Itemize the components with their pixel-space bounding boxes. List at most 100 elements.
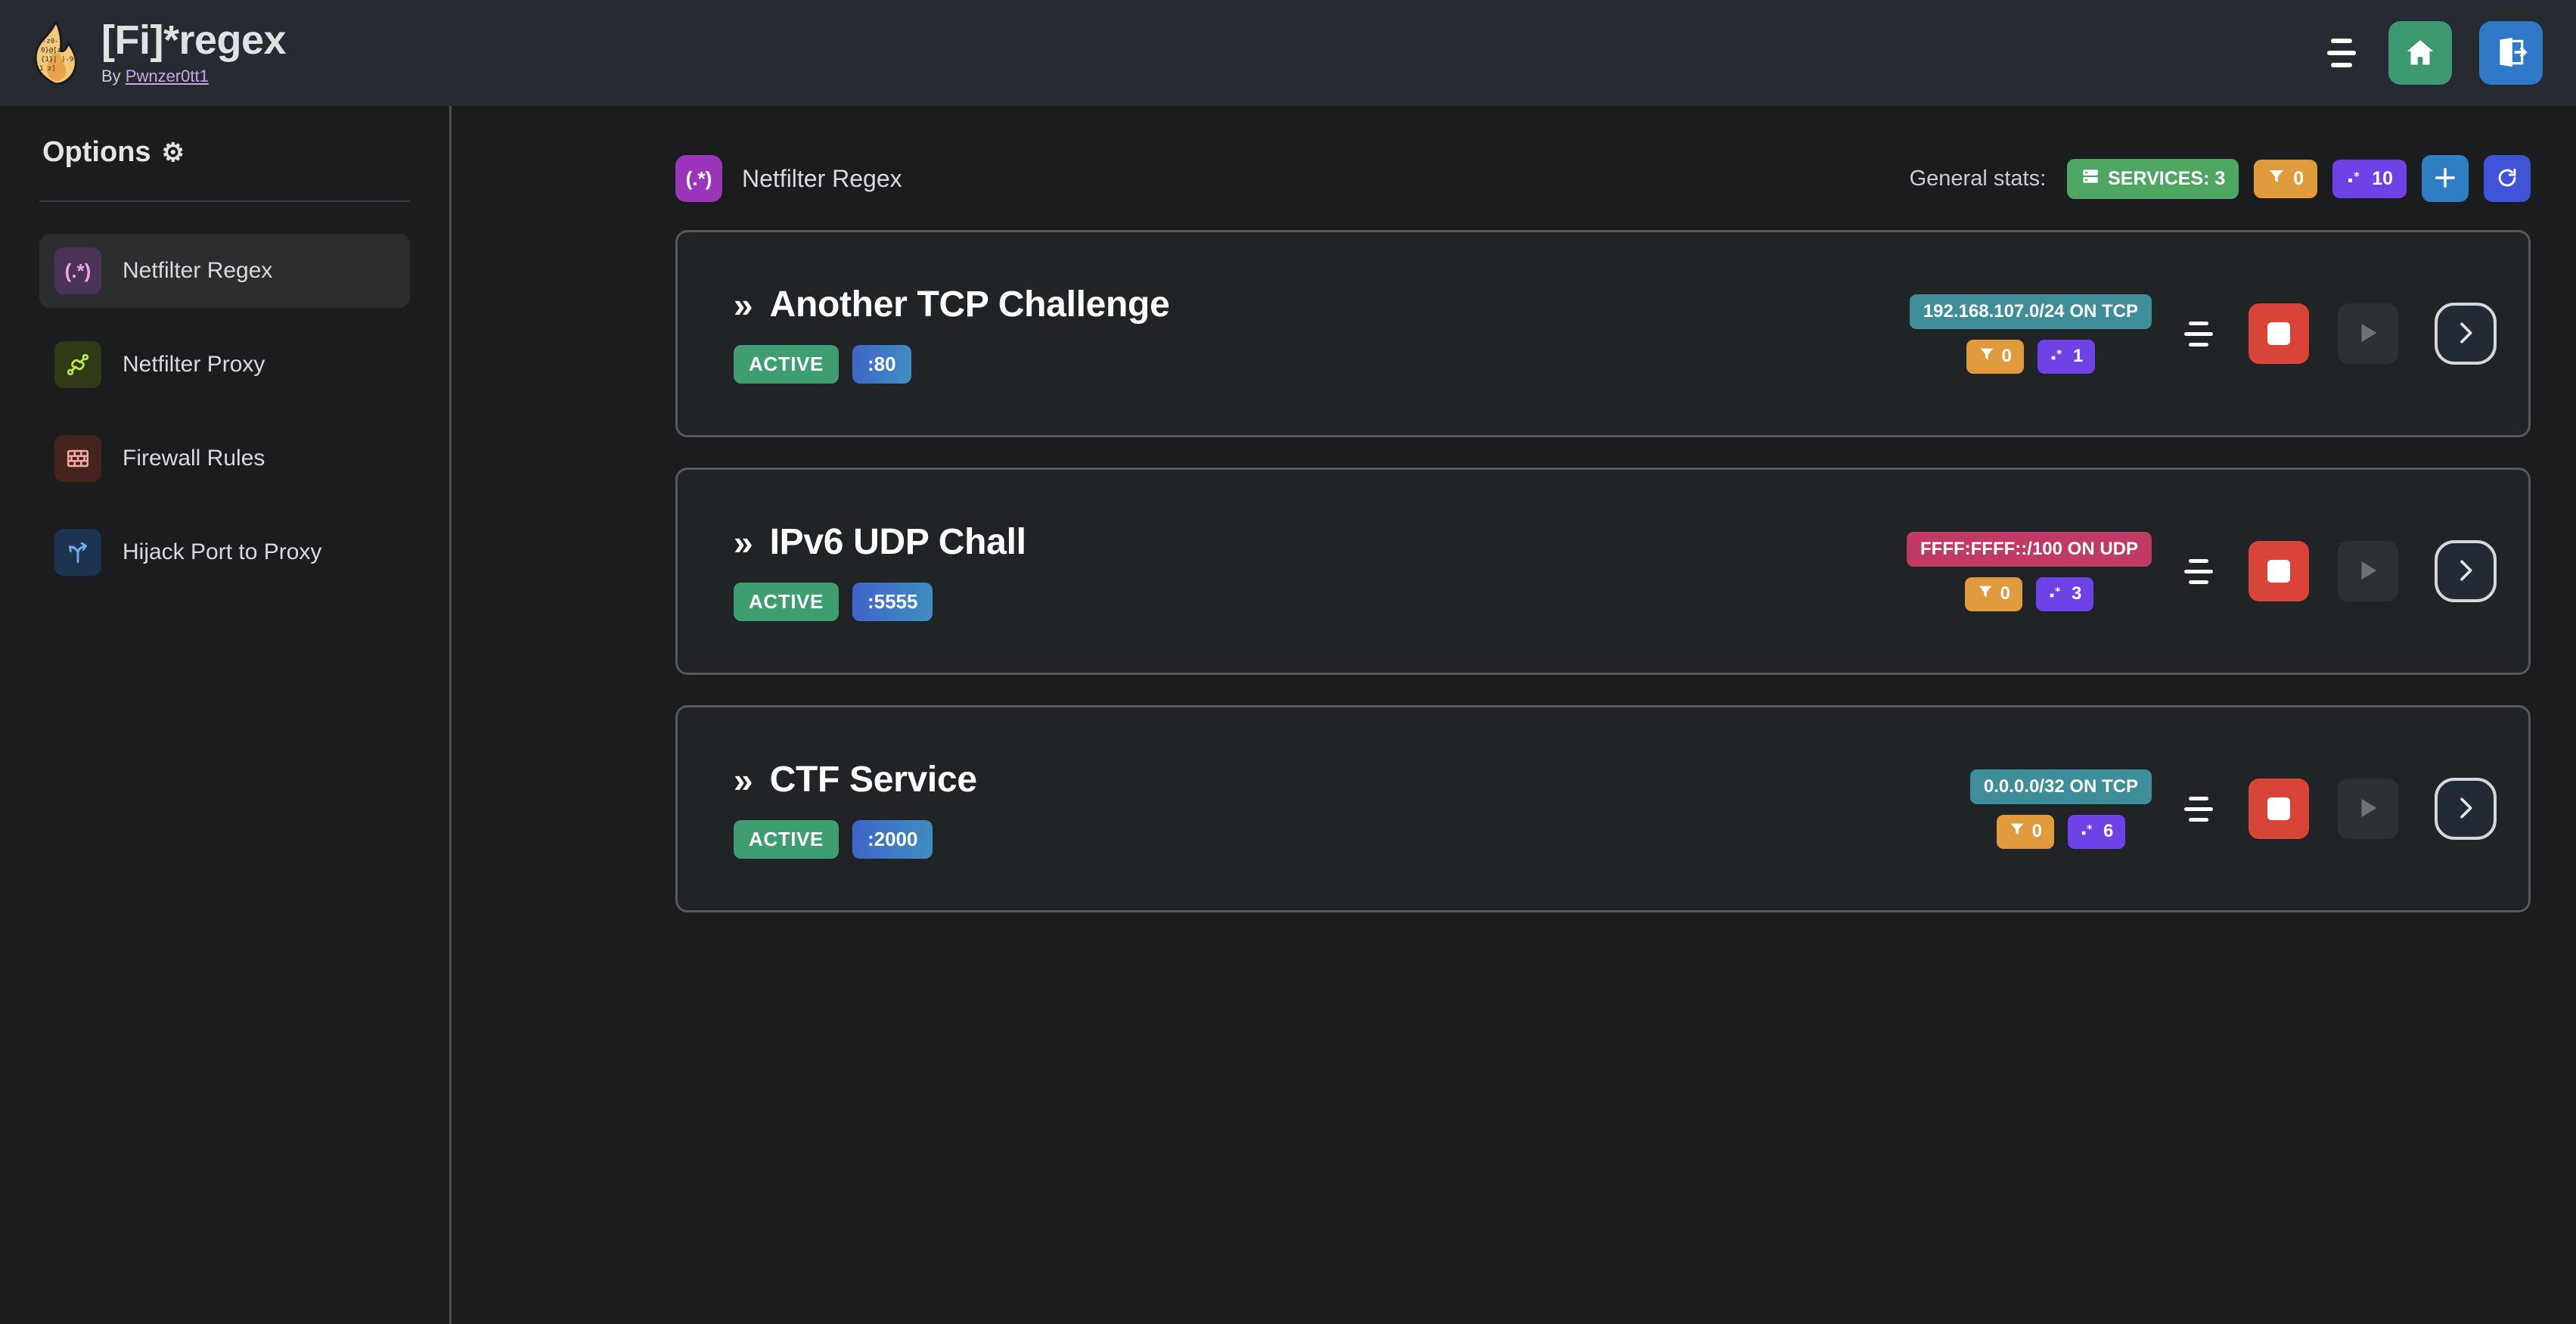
regexes-badge: * 6 xyxy=(2067,814,2126,849)
port-badge: :5555 xyxy=(852,583,933,621)
port-badge: :80 xyxy=(852,345,911,384)
service-card[interactable]: » CTF Service ACTIVE :2000 0.0.0.0/32 ON… xyxy=(675,705,2531,912)
service-network-info: 192.168.107.0/24 ON TCP 0 * 1 xyxy=(1909,294,2152,374)
double-chevron-icon: » xyxy=(734,760,753,800)
play-icon xyxy=(2355,320,2381,348)
service-detail-button[interactable] xyxy=(2435,540,2497,602)
plus-icon xyxy=(2432,165,2458,193)
sidebar-item-firewall-rules[interactable]: Firewall Rules xyxy=(39,421,410,496)
regex-icon-glyph: (.*) xyxy=(64,259,92,282)
regexes-badge: * 1 xyxy=(2037,339,2096,374)
stop-button[interactable] xyxy=(2249,779,2309,839)
play-button xyxy=(2338,541,2398,601)
main-header: (.*) Netfilter Regex General stats: SERV… xyxy=(454,106,2576,212)
sidebar-list: (.*) Netfilter Regex Netfilter Proxy xyxy=(39,234,410,589)
service-detail-button[interactable] xyxy=(2435,778,2497,840)
plug-icon xyxy=(54,341,101,388)
service-counters: 0 * 1 xyxy=(1966,339,2096,374)
service-info: » IPv6 UDP Chall ACTIVE :5555 xyxy=(734,521,1026,621)
app-title: [Fi]*regex xyxy=(101,17,287,64)
chevron-right-icon xyxy=(2450,318,2481,350)
service-actions: 192.168.107.0/24 ON TCP 0 * 1 xyxy=(1909,294,2497,374)
sidebar-item-hijack-port-to-proxy[interactable]: Hijack Port to Proxy xyxy=(39,515,410,589)
sidebar-item-label: Netfilter Regex xyxy=(123,258,273,283)
stop-icon xyxy=(2267,560,2290,583)
brick-wall-icon xyxy=(54,435,101,482)
status-badge-services: SERVICES: 3 xyxy=(2067,158,2239,199)
filters-count: 0 xyxy=(2031,821,2042,841)
sidebar-item-label: Netfilter Proxy xyxy=(123,352,265,377)
double-chevron-icon: » xyxy=(734,522,753,562)
service-card[interactable]: » IPv6 UDP Chall ACTIVE :5555 FFFF:FFFF:… xyxy=(675,468,2531,675)
refresh-button[interactable] xyxy=(2484,155,2531,202)
app-author: By Pwnzer0tt1 xyxy=(101,67,286,86)
hamburger-icon[interactable] xyxy=(2322,36,2361,70)
network-badge: 192.168.107.0/24 ON TCP xyxy=(1909,294,2152,329)
regexes-badge: * 3 xyxy=(2036,577,2094,611)
main-content: (.*) Netfilter Regex General stats: SERV… xyxy=(454,106,2576,1324)
logout-icon xyxy=(2494,36,2528,71)
service-title: » IPv6 UDP Chall xyxy=(734,521,1026,563)
svg-text:1 z]: 1 z] xyxy=(39,65,56,73)
sidebar-heading: Options ⚙ xyxy=(39,136,410,169)
status-badge: ACTIVE xyxy=(734,345,839,384)
play-icon xyxy=(2355,795,2381,823)
chevron-right-icon xyxy=(2450,793,2481,825)
port-badge: :2000 xyxy=(852,820,933,859)
svg-text:*: * xyxy=(2056,348,2062,360)
home-button[interactable] xyxy=(2388,21,2452,85)
add-service-button[interactable] xyxy=(2422,155,2469,202)
filters-count: 0 xyxy=(2000,583,2010,604)
network-badge: 0.0.0.0/32 ON TCP xyxy=(1969,769,2152,804)
filters-count: 0 xyxy=(2293,167,2304,189)
play-button xyxy=(2338,303,2398,364)
svg-text:*: * xyxy=(2087,823,2092,835)
filters-badge: 0 xyxy=(1964,577,2022,611)
sidebar-item-netfilter-regex[interactable]: (.*) Netfilter Regex xyxy=(39,234,410,308)
filters-count: 0 xyxy=(2001,346,2012,366)
stop-button[interactable] xyxy=(2249,303,2309,364)
filters-badge: 0 xyxy=(1966,339,2024,374)
filters-badge: 0 xyxy=(1996,814,2054,849)
service-detail-button[interactable] xyxy=(2435,303,2497,365)
chevron-right-icon xyxy=(2450,555,2481,588)
regex-icon-glyph: (.*) xyxy=(685,166,712,190)
sidebar-item-netfilter-proxy[interactable]: Netfilter Proxy xyxy=(39,328,410,402)
svg-text:*: * xyxy=(2354,169,2360,183)
funnel-icon xyxy=(1977,583,1994,605)
service-actions: 0.0.0.0/32 ON TCP 0 * 6 xyxy=(1969,769,2497,849)
service-tags: ACTIVE :2000 xyxy=(734,820,977,859)
refresh-icon xyxy=(2494,165,2520,193)
service-card[interactable]: » Another TCP Challenge ACTIVE :80 192.1… xyxy=(675,230,2531,437)
regex-icon: (.*) xyxy=(675,155,722,202)
network-badge: FFFF:FFFF::/100 ON UDP xyxy=(1907,531,2152,567)
regex-icon: (.*) xyxy=(54,247,101,294)
stop-icon xyxy=(2267,322,2290,345)
regexes-count: 1 xyxy=(2072,346,2084,366)
funnel-icon xyxy=(2267,167,2286,191)
svg-text:0}@[a: 0}@[a xyxy=(41,47,61,54)
top-bar: -z0- 0}@[a {1}| )-9] 1 z] [Fi]*regex By … xyxy=(0,0,2576,106)
logout-button[interactable] xyxy=(2479,21,2543,85)
service-title: » CTF Service xyxy=(734,759,977,800)
service-tags: ACTIVE :80 xyxy=(734,345,1169,384)
general-stats-label: General stats: xyxy=(1909,166,2047,191)
regex-dot-star-icon: * xyxy=(2346,167,2364,191)
stop-icon xyxy=(2267,797,2290,820)
status-badge: ACTIVE xyxy=(734,583,839,621)
card-menu-icon[interactable] xyxy=(2180,315,2217,352)
service-actions: FFFF:FFFF::/100 ON UDP 0 * 3 xyxy=(1907,531,2497,611)
service-info: » CTF Service ACTIVE :2000 xyxy=(734,759,977,859)
regex-dot-star-icon: * xyxy=(2050,346,2066,368)
service-tags: ACTIVE :5555 xyxy=(734,583,1026,621)
status-badge-regexes: * 10 xyxy=(2332,159,2407,198)
regexes-count: 10 xyxy=(2372,167,2393,189)
service-list: » Another TCP Challenge ACTIVE :80 192.1… xyxy=(454,212,2576,912)
card-menu-icon[interactable] xyxy=(2180,553,2217,589)
funnel-icon xyxy=(2009,821,2025,843)
stop-button[interactable] xyxy=(2249,541,2309,601)
author-link[interactable]: Pwnzer0tt1 xyxy=(125,66,209,85)
card-menu-icon[interactable] xyxy=(2180,791,2217,827)
status-badge: ACTIVE xyxy=(734,820,839,859)
regex-dot-star-icon: * xyxy=(2080,821,2096,843)
